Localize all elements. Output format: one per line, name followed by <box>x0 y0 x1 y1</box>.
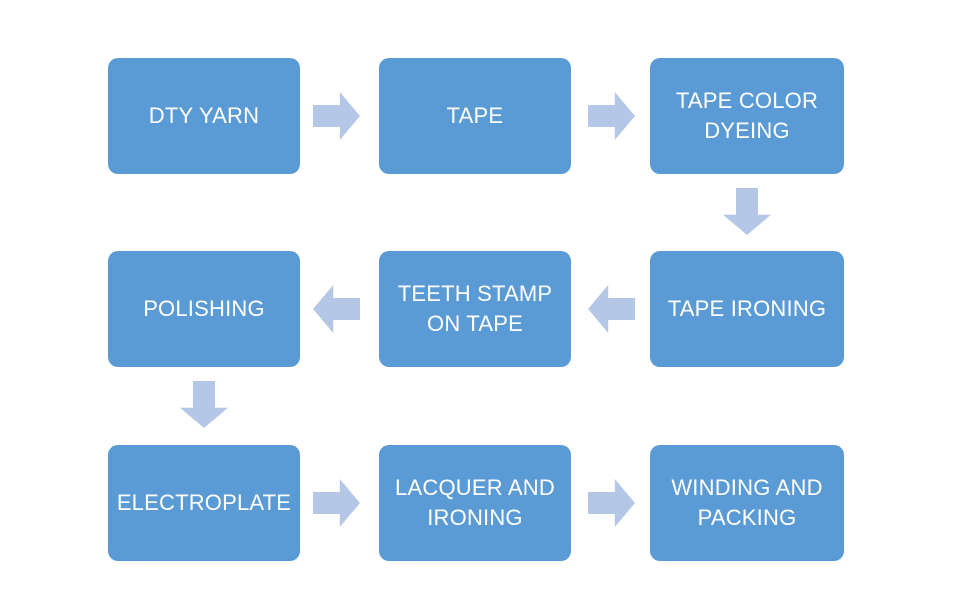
node-label: TAPE COLOR DYEING <box>675 88 819 143</box>
process-node-polishing[interactable]: POLISHING <box>108 251 300 367</box>
process-node-electroplate[interactable]: ELECTROPLATE <box>108 445 300 561</box>
node-label: TAPE IRONING <box>667 296 827 322</box>
node-label: POLISHING <box>143 296 265 322</box>
node-label: TEETH STAMP ON TAPE <box>397 281 553 336</box>
node-label: ELECTROPLATE <box>116 490 292 516</box>
process-node-teeth-stamp-on-tape[interactable]: TEETH STAMP ON TAPE <box>379 251 571 367</box>
arrow-right-icon-electroplate-to-lacquer-and-ironing <box>313 479 360 527</box>
process-node-tape-color-dyeing[interactable]: TAPE COLOR DYEING <box>650 58 844 174</box>
arrow-down-icon-tape-color-dyeing-to-tape-ironing <box>723 188 771 235</box>
process-node-dty-yarn[interactable]: DTY YARN <box>108 58 300 174</box>
arrow-down-icon-polishing-to-electroplate <box>180 381 228 428</box>
process-node-lacquer-and-ironing[interactable]: LACQUER AND IRONING <box>379 445 571 561</box>
arrow-right-icon-dty-yarn-to-tape <box>313 92 360 140</box>
process-node-tape[interactable]: TAPE <box>379 58 571 174</box>
process-node-tape-ironing[interactable]: TAPE IRONING <box>650 251 844 367</box>
process-node-winding-and-packing[interactable]: WINDING AND PACKING <box>650 445 844 561</box>
arrow-left-icon-teeth-stamp-on-tape-to-polishing <box>313 285 360 333</box>
node-label: DTY YARN <box>148 103 260 129</box>
arrow-right-icon-tape-to-tape-color-dyeing <box>588 92 635 140</box>
node-label: TAPE <box>446 103 504 129</box>
arrow-left-icon-tape-ironing-to-teeth-stamp-on-tape <box>588 285 635 333</box>
node-label: WINDING AND PACKING <box>671 475 823 530</box>
arrow-right-icon-lacquer-and-ironing-to-winding-and-packing <box>588 479 635 527</box>
node-label: LACQUER AND IRONING <box>395 475 555 530</box>
